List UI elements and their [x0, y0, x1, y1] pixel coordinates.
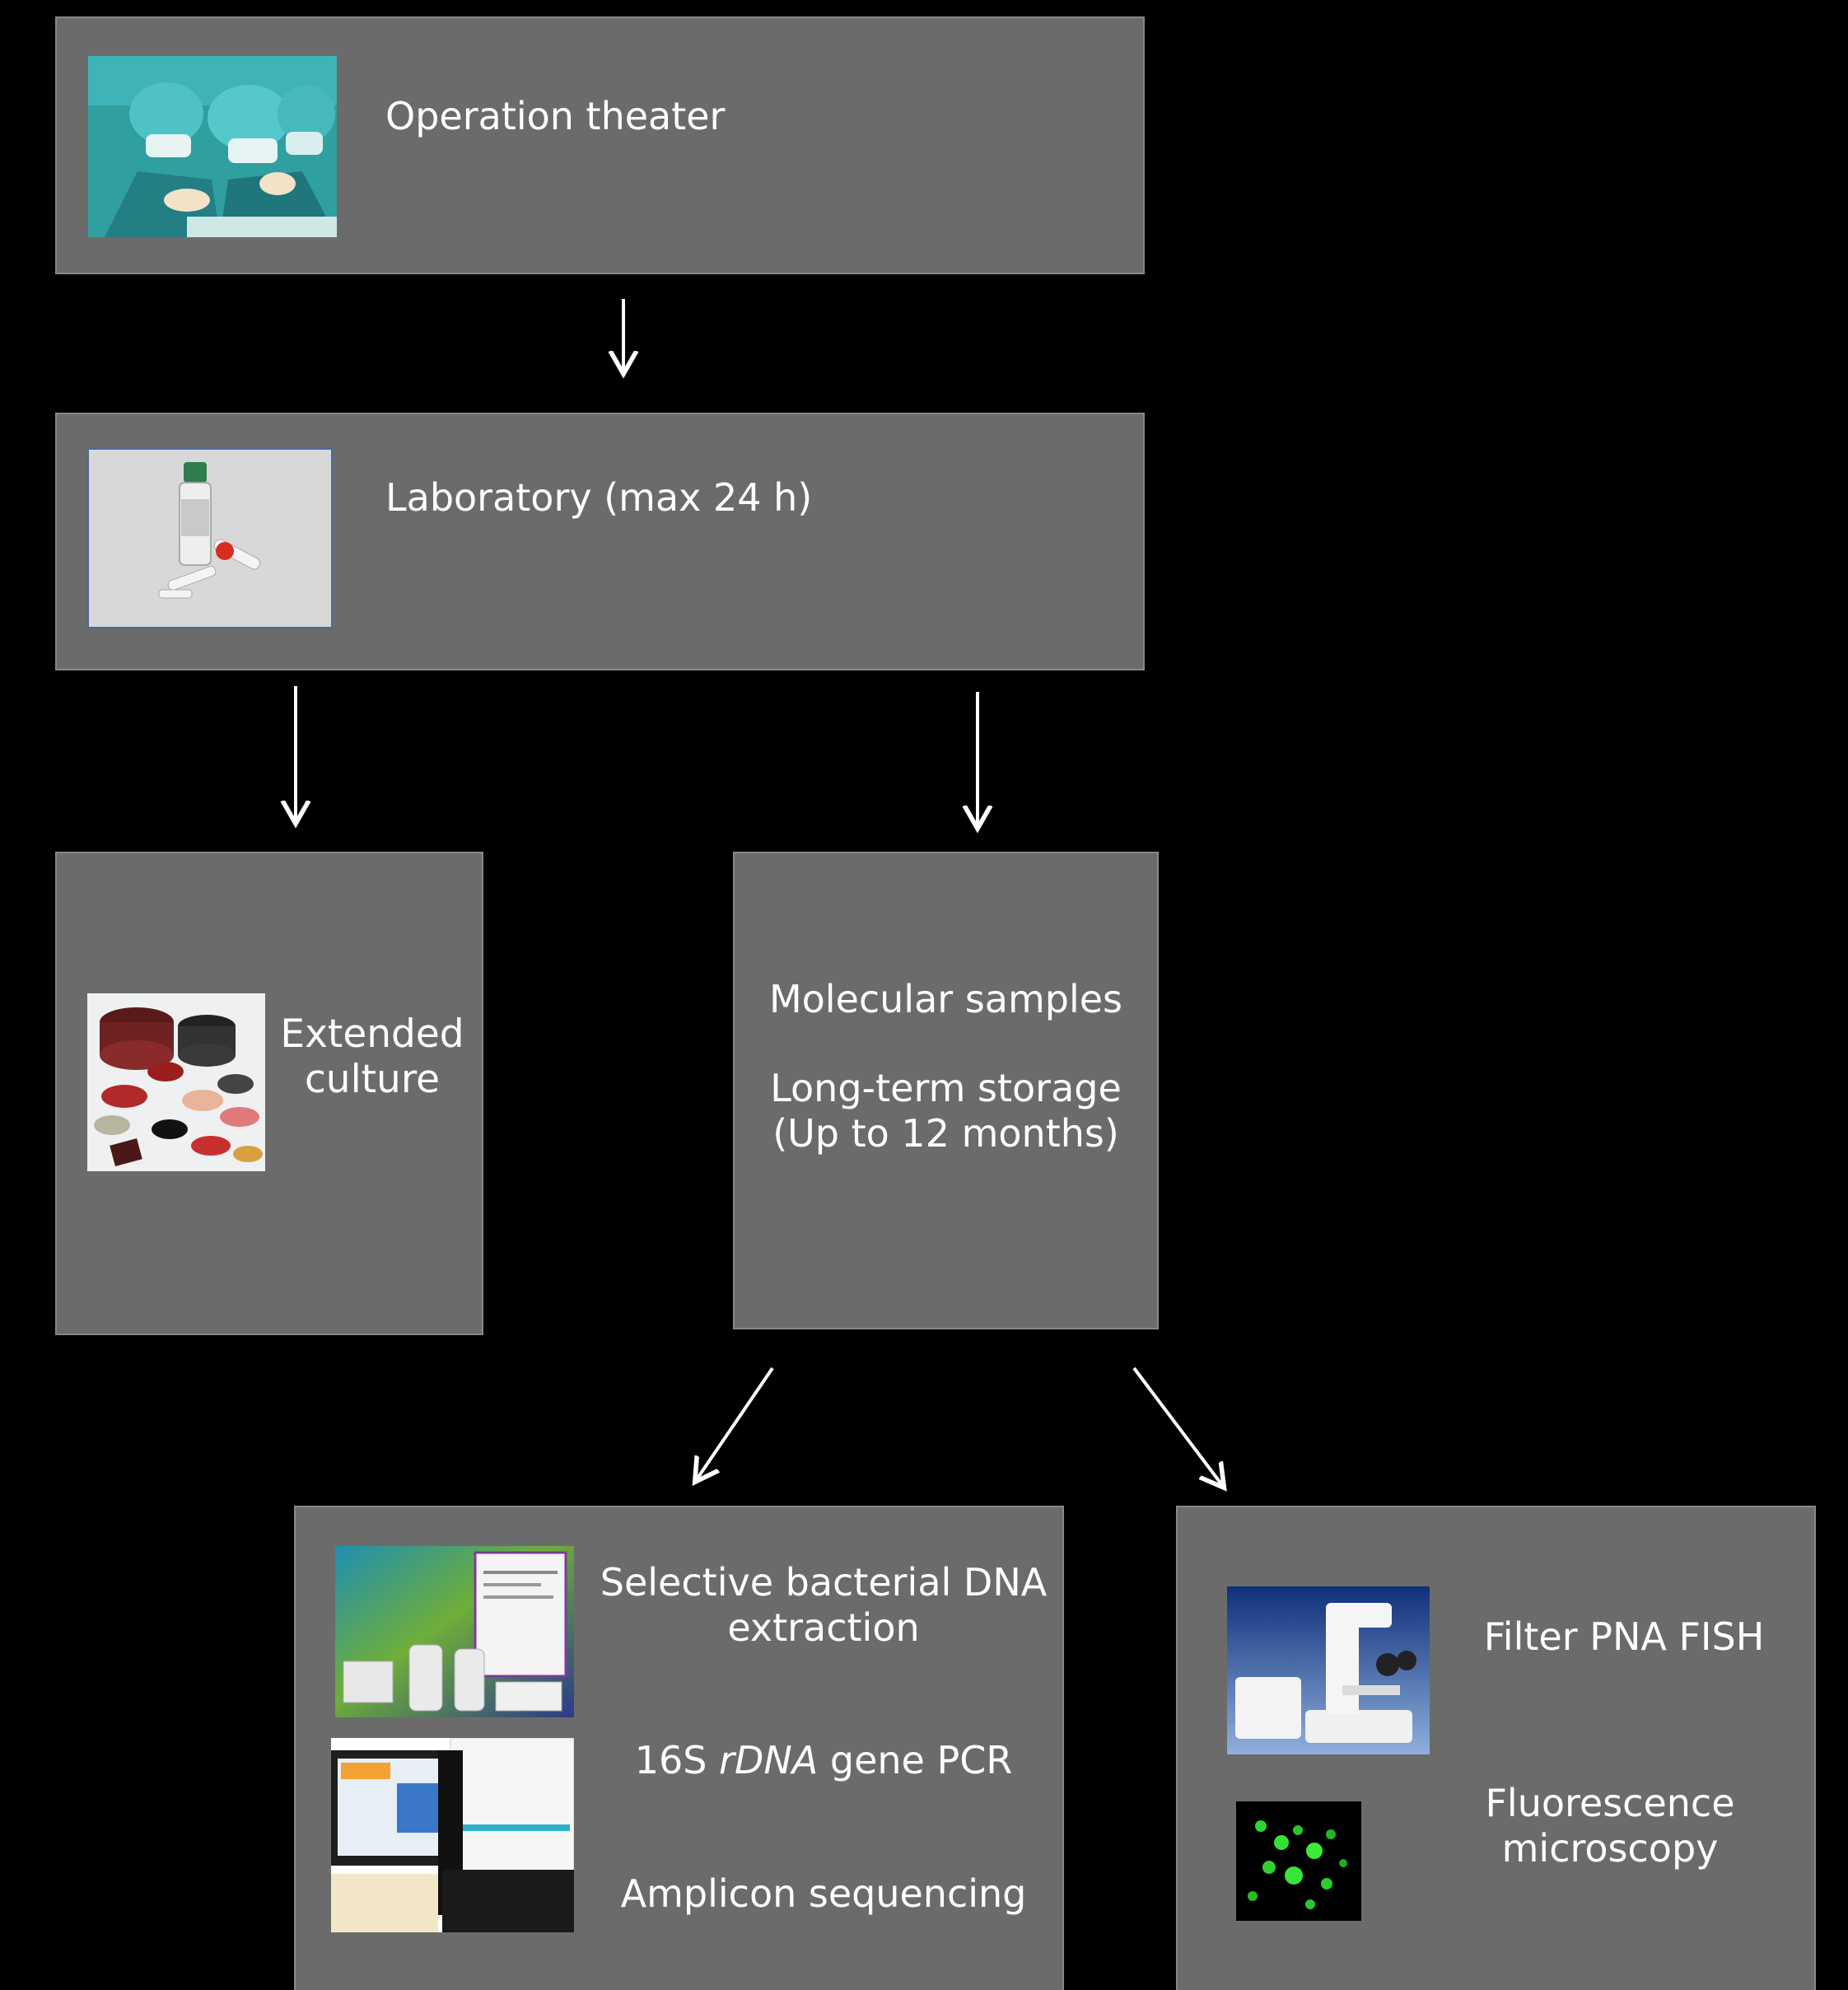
- storage-line-1: Long-term storage: [770, 1066, 1122, 1110]
- sequencer-photo: [331, 1738, 574, 1932]
- extended-culture-box: Extended culture: [55, 852, 483, 1335]
- pcr-label-prefix: 16S: [634, 1738, 720, 1782]
- molecular-samples-title: Molecular samples: [768, 977, 1123, 1021]
- amplicon-sequencing-label: Amplicon sequencing: [620, 1871, 1027, 1916]
- molecular-samples-box: Molecular samples Long-term storage (Up …: [733, 852, 1159, 1329]
- dna-extraction-label: Selective bacterial DNA extraction: [600, 1560, 1048, 1650]
- pcr-label-suffix: gene PCR: [818, 1738, 1013, 1782]
- surgeons-photo: [88, 56, 337, 237]
- extended-culture-label: Extended culture: [280, 1011, 464, 1102]
- pcr-label-rdna: rDNA: [719, 1738, 819, 1782]
- arrow-molecular-to-fish: [1132, 1366, 1222, 1485]
- operation-theater-label: Operation theater: [385, 94, 726, 138]
- dna-extraction-kit-photo: [335, 1546, 574, 1717]
- pcr-label: 16S rDNA gene PCR: [586, 1738, 1061, 1783]
- operation-theater-box: Operation theater: [55, 16, 1145, 274]
- sample-vials-photo: [87, 448, 333, 628]
- laboratory-box: Laboratory (max 24 h): [55, 413, 1145, 670]
- storage-line-2: (Up to 12 months): [772, 1111, 1119, 1156]
- filter-pna-fish-label: Filter PNA FISH: [1483, 1614, 1765, 1659]
- culture-plates-photo: [87, 993, 265, 1171]
- fish-box: Filter PNA FISH Fluorescence microscopy: [1176, 1506, 1816, 1990]
- microscope-photo: [1227, 1586, 1430, 1754]
- arrow-molecular-to-sequencing: [697, 1366, 774, 1479]
- fluorescence-image: [1236, 1801, 1361, 1921]
- laboratory-label: Laboratory (max 24 h): [385, 475, 813, 520]
- fluorescence-microscopy-label: Fluorescence microscopy: [1485, 1781, 1735, 1871]
- sequencing-box: Selective bacterial DNA extraction 16S r…: [294, 1506, 1064, 1990]
